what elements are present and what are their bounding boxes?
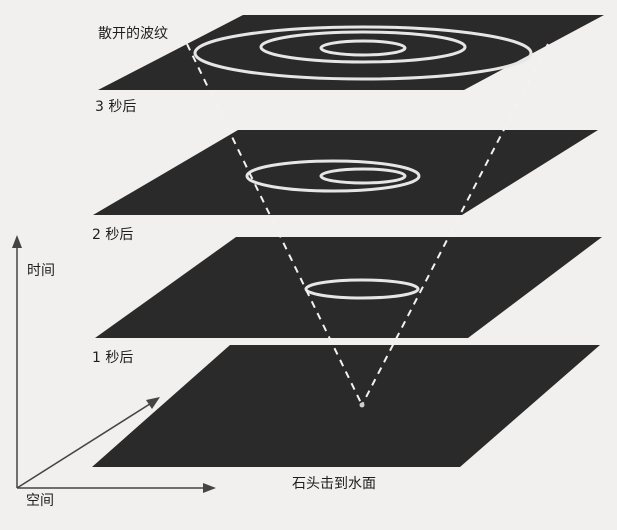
label-after-3s: 3 秒后	[95, 99, 136, 115]
ripple-ring-2s-inner	[319, 167, 407, 185]
label-after-2s: 2 秒后	[92, 227, 133, 243]
space-axis-diagonal-arrowhead	[146, 397, 160, 409]
impact-point	[359, 402, 365, 408]
time-axis-arrowhead	[12, 235, 22, 248]
cone-edge-left	[186, 43, 363, 406]
label-stone-hits-water: 石头击到水面	[292, 476, 376, 492]
label-spreading-ripples: 散开的波纹	[98, 26, 168, 42]
plane-1s	[95, 237, 602, 338]
ripple-ring-1s	[304, 278, 420, 300]
ripple-ring-3s-outer	[193, 25, 533, 81]
plane-impact	[92, 345, 600, 467]
label-space-axis: 空间	[26, 493, 54, 509]
space-axis-horizontal-arrowhead	[203, 483, 216, 493]
label-time-axis: 时间	[27, 263, 55, 279]
ripple-ring-3s-inner	[319, 39, 407, 57]
space-axis-diagonal	[16, 401, 154, 489]
label-after-1s: 1 秒后	[92, 350, 133, 366]
plane-2s	[93, 130, 598, 215]
cone-edge-right	[361, 43, 549, 406]
ripple-ring-3s-middle	[259, 30, 467, 64]
ripple-ring-2s-outer	[245, 159, 421, 193]
